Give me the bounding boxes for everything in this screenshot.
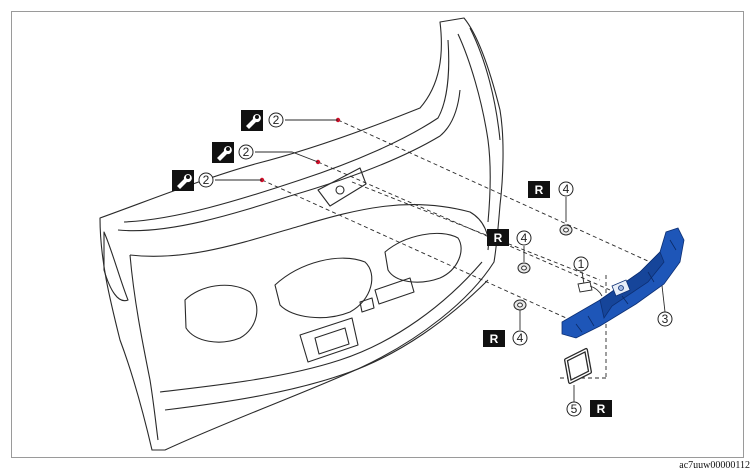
replace-badge: R (535, 183, 544, 197)
callout-circle (198, 172, 214, 188)
callout-circle (238, 144, 254, 160)
opener-switch-knob (618, 285, 624, 291)
license-recess (299, 317, 359, 363)
nut-lower (513, 299, 527, 311)
license-recess-inner (314, 327, 350, 355)
wrench-icon (241, 110, 263, 131)
replace-badge-icon (483, 330, 505, 347)
recess-center (274, 257, 373, 319)
wrench-icon (172, 170, 194, 191)
pillar-right-outer (469, 27, 501, 141)
seal-callout: 5 R (566, 400, 612, 417)
nut-middle (517, 262, 531, 274)
callout-opener: 3 (662, 312, 669, 326)
replace-badge: R (597, 402, 606, 416)
inner-panel-left (129, 254, 159, 441)
image-code: ac7uuw00000112 (679, 460, 750, 471)
recess-right (384, 232, 462, 283)
inner-panel-bottom (159, 261, 483, 393)
bolt-line-upper (337, 119, 651, 263)
connector-line (351, 181, 601, 281)
callout-circle (268, 112, 284, 128)
upper-bracket-hole (335, 185, 345, 195)
callout-circle (516, 230, 532, 246)
callout-nut-middle: 4 (521, 231, 528, 245)
connector-callout: 1 (573, 256, 589, 272)
opener-ribs (575, 239, 677, 333)
callout-circle (512, 330, 528, 346)
callout-circle (558, 181, 574, 197)
liftgate-opener (561, 227, 685, 339)
opener-face (599, 251, 665, 320)
replace-badge: R (494, 231, 503, 245)
recess-left (184, 284, 258, 343)
wrench-icon (212, 142, 234, 163)
handle-recess (374, 277, 415, 305)
left-lamp-area (103, 231, 129, 302)
callout-circle (657, 311, 673, 327)
nut-callout-upper: R 4 (528, 181, 574, 198)
callout-seal: 5 (571, 402, 578, 416)
callout-circle (573, 256, 589, 272)
callout-bolt-upper: 2 (273, 113, 280, 127)
connector (577, 281, 603, 297)
callout-bolt-lower: 2 (203, 173, 210, 187)
window-opening-lower (117, 89, 461, 232)
diagram-frame (11, 11, 744, 458)
inner-panel-bottom-2 (164, 279, 489, 411)
inner-panel-top (129, 204, 489, 257)
replace-badge-icon (487, 229, 509, 246)
upper-bracket (317, 167, 367, 207)
window-opening-upper (123, 39, 450, 223)
callout-bolt-middle: 2 (243, 145, 250, 159)
bolt-callout-lower: 2 (172, 170, 214, 191)
pillar-right-inner (457, 33, 491, 223)
opener-callout: 3 (657, 311, 673, 327)
callout-connector: 1 (578, 257, 585, 271)
alignment-lines (261, 119, 651, 379)
leader-connector (581, 271, 585, 285)
leader-bolt-middle (255, 151, 319, 163)
nut-callout-middle: R 4 (487, 229, 532, 246)
callout-leaders (215, 119, 666, 402)
callout-nut-upper: 4 (563, 182, 570, 196)
bolt-line-lower (261, 179, 576, 323)
liftgate-outer-edge (99, 17, 504, 451)
nut-callout-lower: R 4 (483, 330, 528, 347)
bolt-callout-middle: 2 (212, 142, 254, 163)
handle-recess-small (359, 297, 375, 313)
bolt-callout-upper: 2 (241, 110, 284, 131)
nut-upper (559, 224, 573, 236)
seal (564, 348, 592, 384)
replace-badge: R (490, 332, 499, 346)
nuts (513, 224, 573, 311)
callout-nut-lower: 4 (517, 331, 524, 345)
liftgate-panel (99, 17, 504, 451)
callout-circle (566, 401, 582, 417)
replace-badge-icon (528, 181, 550, 198)
replace-badge-icon (590, 400, 612, 417)
